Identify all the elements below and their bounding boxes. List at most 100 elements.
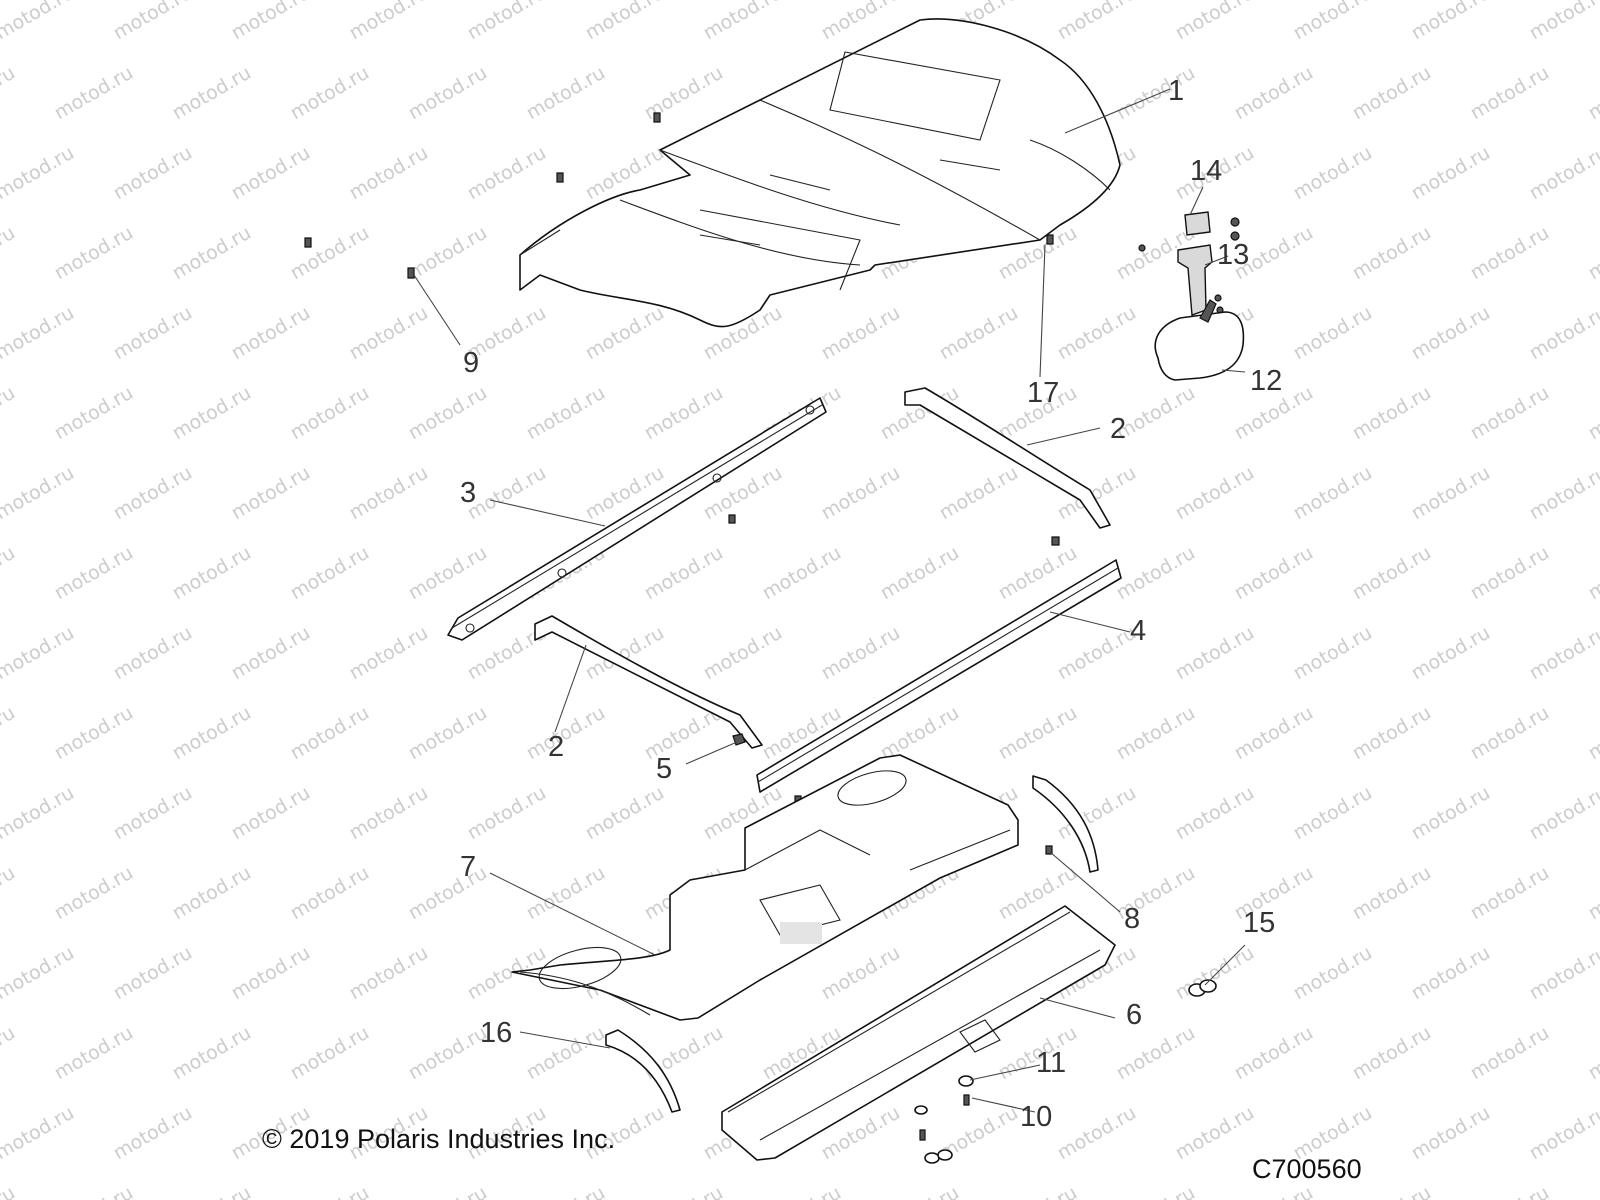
watermark-text: motod.ru (1585, 1022, 1600, 1085)
watermark-text: motod.ru (0, 222, 19, 285)
callout-8: 8 (1124, 903, 1140, 935)
watermark-text: motod.ru (1349, 222, 1435, 285)
watermark-text: motod.ru (0, 62, 19, 125)
watermark-text: motod.ru (110, 782, 196, 845)
watermark-text: motod.ru (582, 302, 668, 365)
watermark-text: motod.ru (1349, 542, 1435, 605)
watermark-text: motod.ru (51, 702, 137, 765)
watermark-text: motod.ru (936, 462, 1022, 525)
watermark-text: motod.ru (1526, 142, 1600, 205)
watermark-text: motod.ru (51, 222, 137, 285)
watermark-text: motod.ru (1349, 62, 1435, 125)
watermark-text: motod.ru (405, 1182, 491, 1200)
callout-9: 9 (463, 347, 479, 379)
callout-10: 10 (1020, 1101, 1052, 1133)
callout-12: 12 (1250, 365, 1282, 397)
watermark-text: motod.ru (936, 302, 1022, 365)
watermark-text: motod.ru (1585, 62, 1600, 125)
watermark-text: motod.ru (110, 622, 196, 685)
watermark-text: motod.ru (405, 62, 491, 125)
watermark-text: motod.ru (287, 62, 373, 125)
watermark-text: motod.ru (346, 462, 432, 525)
callout-3: 3 (460, 477, 476, 509)
callout-14: 14 (1190, 155, 1222, 187)
watermark-text: motod.ru (1526, 782, 1600, 845)
watermark-text: motod.ru (0, 862, 19, 925)
watermark-text: motod.ru (1467, 702, 1553, 765)
watermark-text: motod.ru (228, 0, 314, 44)
callout-13: 13 (1217, 239, 1249, 271)
lower-panel (721, 905, 1116, 1161)
watermark-text: motod.ru (1408, 622, 1494, 685)
watermark-text: motod.ru (759, 542, 845, 605)
watermark-text: motod.ru (346, 782, 432, 845)
callout-labels: 1 2 2 3 4 5 6 7 8 9 10 11 12 13 14 15 16… (460, 75, 1282, 1133)
watermark-text: motod.ru (287, 382, 373, 445)
watermark-text: motod.ru (0, 462, 78, 525)
watermark-text: motod.ru (1349, 862, 1435, 925)
watermark-text: motod.ru (169, 62, 255, 125)
watermark-text: motod.ru (1467, 862, 1553, 925)
watermark-text: motod.ru (1231, 1022, 1317, 1085)
watermark-text: motod.ru (1349, 1182, 1435, 1200)
watermark-text: motod.ru (995, 1182, 1081, 1200)
watermark-text: motod.ru (1467, 62, 1553, 125)
watermark-text: motod.ru (228, 302, 314, 365)
callout-2-right: 2 (1110, 413, 1126, 445)
watermark-text: motod.ru (287, 1182, 373, 1200)
watermark-text: motod.ru (110, 302, 196, 365)
watermark-text: motod.ru (0, 142, 78, 205)
watermark-text: motod.ru (1172, 0, 1258, 44)
watermark-text: motod.ru (0, 0, 78, 44)
watermark-text: motod.ru (1526, 0, 1600, 44)
watermark-text: motod.ru (405, 1022, 491, 1085)
watermark-text: motod.ru (51, 542, 137, 605)
watermark-text: motod.ru (0, 1102, 78, 1165)
watermark-text: motod.ru (169, 1022, 255, 1085)
watermark-text: motod.ru (346, 142, 432, 205)
watermark-text: motod.ru (1113, 702, 1199, 765)
watermark-text: motod.ru (51, 1182, 137, 1200)
watermark-text: motod.ru (110, 142, 196, 205)
watermark-text: motod.ru (1408, 1102, 1494, 1165)
side-rail-left (447, 397, 827, 641)
roof-bow-seal-right (904, 387, 1111, 529)
watermark-text: motod.ru (346, 622, 432, 685)
watermark-text: motod.ru (1585, 542, 1600, 605)
watermark-text: motod.ru (1526, 622, 1600, 685)
watermark-text: motod.ru (995, 702, 1081, 765)
watermark-text: motod.ru (287, 1022, 373, 1085)
watermark-text: motod.ru (700, 622, 786, 685)
watermark-text: motod.ru (877, 542, 963, 605)
watermark-text: motod.ru (641, 542, 727, 605)
watermark-text: motod.ru (464, 142, 550, 205)
drawing-code: C700560 (1252, 1154, 1362, 1184)
watermark-text: motod.ru (818, 942, 904, 1005)
watermark-text: motod.ru (287, 542, 373, 605)
watermark-text: motod.ru (0, 942, 78, 1005)
watermark-text: motod.ru (0, 1022, 19, 1085)
callout-1: 1 (1168, 75, 1184, 107)
callout-15: 15 (1243, 907, 1275, 939)
watermark-text: motod.ru (1467, 222, 1553, 285)
watermark-text: motod.ru (523, 1182, 609, 1200)
watermark-text: motod.ru (287, 222, 373, 285)
watermark-text: motod.ru (228, 622, 314, 685)
watermark-text: motod.ru (1231, 1182, 1317, 1200)
roof-bow-seal-left (534, 615, 763, 749)
watermark-text: motod.ru (287, 862, 373, 925)
rearview-mirror (1154, 299, 1245, 381)
watermark-text: motod.ru (51, 62, 137, 125)
watermark-text: motod.ru (169, 702, 255, 765)
watermark-text: motod.ru (169, 862, 255, 925)
watermark-text: motod.ru (0, 702, 19, 765)
watermark-text: motod.ru (641, 1182, 727, 1200)
watermark-text: motod.ru (1349, 1022, 1435, 1085)
watermark-text: motod.ru (228, 142, 314, 205)
watermark-text: motod.ru (110, 1102, 196, 1165)
watermark-text: motod.ru (1290, 302, 1376, 365)
watermark-text: motod.ru (1172, 622, 1258, 685)
watermark-text: motod.ru (1054, 1102, 1140, 1165)
watermark-text: motod.ru (1585, 222, 1600, 285)
watermark-text: motod.ru (700, 0, 786, 44)
